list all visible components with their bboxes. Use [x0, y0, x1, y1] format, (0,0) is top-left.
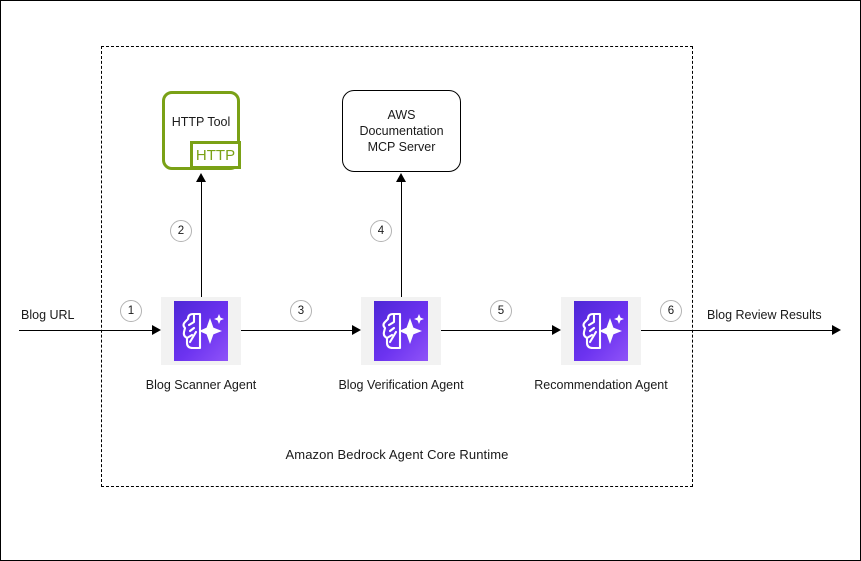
step-badge-2: 2	[170, 220, 192, 242]
http-tool-title: HTTP Tool	[171, 115, 231, 129]
arrowhead-input-to-scanner	[152, 325, 161, 335]
agent-tile-recommendation	[561, 297, 641, 365]
connector-verification-to-recommendation	[441, 330, 553, 331]
connector-input-to-scanner	[19, 330, 153, 331]
connector-scanner-to-http-tool	[201, 182, 202, 297]
http-badge-label: HTTP	[195, 146, 236, 164]
arrowhead-scanner-to-http-tool	[196, 173, 206, 182]
step-badge-1: 1	[120, 300, 142, 322]
aws-documentation-mcp-server-box: AWS Documentation MCP Server	[342, 90, 461, 172]
connector-recommendation-to-output	[641, 330, 833, 331]
bedrock-agent-icon	[574, 301, 628, 361]
output-label-blog-review-results: Blog Review Results	[707, 308, 822, 322]
arrowhead-scanner-to-verification	[352, 325, 361, 335]
arrowhead-verification-to-recommendation	[552, 325, 561, 335]
agent-label-blog-verification: Blog Verification Agent	[338, 378, 464, 392]
connector-scanner-to-verification	[241, 330, 353, 331]
arrowhead-verification-to-mcp-server	[396, 173, 406, 182]
http-protocol-badge: HTTP	[190, 141, 241, 169]
step-badge-5: 5	[490, 300, 512, 322]
bedrock-agent-icon	[374, 301, 428, 361]
step-badge-6: 6	[660, 300, 682, 322]
agent-label-recommendation: Recommendation Agent	[534, 378, 668, 392]
mcp-server-title-line2: MCP Server	[367, 140, 436, 154]
mcp-server-title-line1: AWS Documentation	[359, 108, 444, 138]
step-badge-3: 3	[290, 300, 312, 322]
input-label-blog-url: Blog URL	[21, 308, 75, 322]
bedrock-runtime-container	[101, 46, 693, 487]
agent-tile-blog-scanner	[161, 297, 241, 365]
mcp-server-title: AWS Documentation MCP Server	[343, 107, 460, 155]
arrowhead-recommendation-to-output	[832, 325, 841, 335]
agent-label-blog-scanner: Blog Scanner Agent	[145, 378, 257, 392]
bedrock-agent-icon	[174, 301, 228, 361]
connector-verification-to-mcp-server	[401, 182, 402, 297]
step-badge-4: 4	[370, 220, 392, 242]
agent-tile-blog-verification	[361, 297, 441, 365]
runtime-label: Amazon Bedrock Agent Core Runtime	[285, 447, 509, 462]
